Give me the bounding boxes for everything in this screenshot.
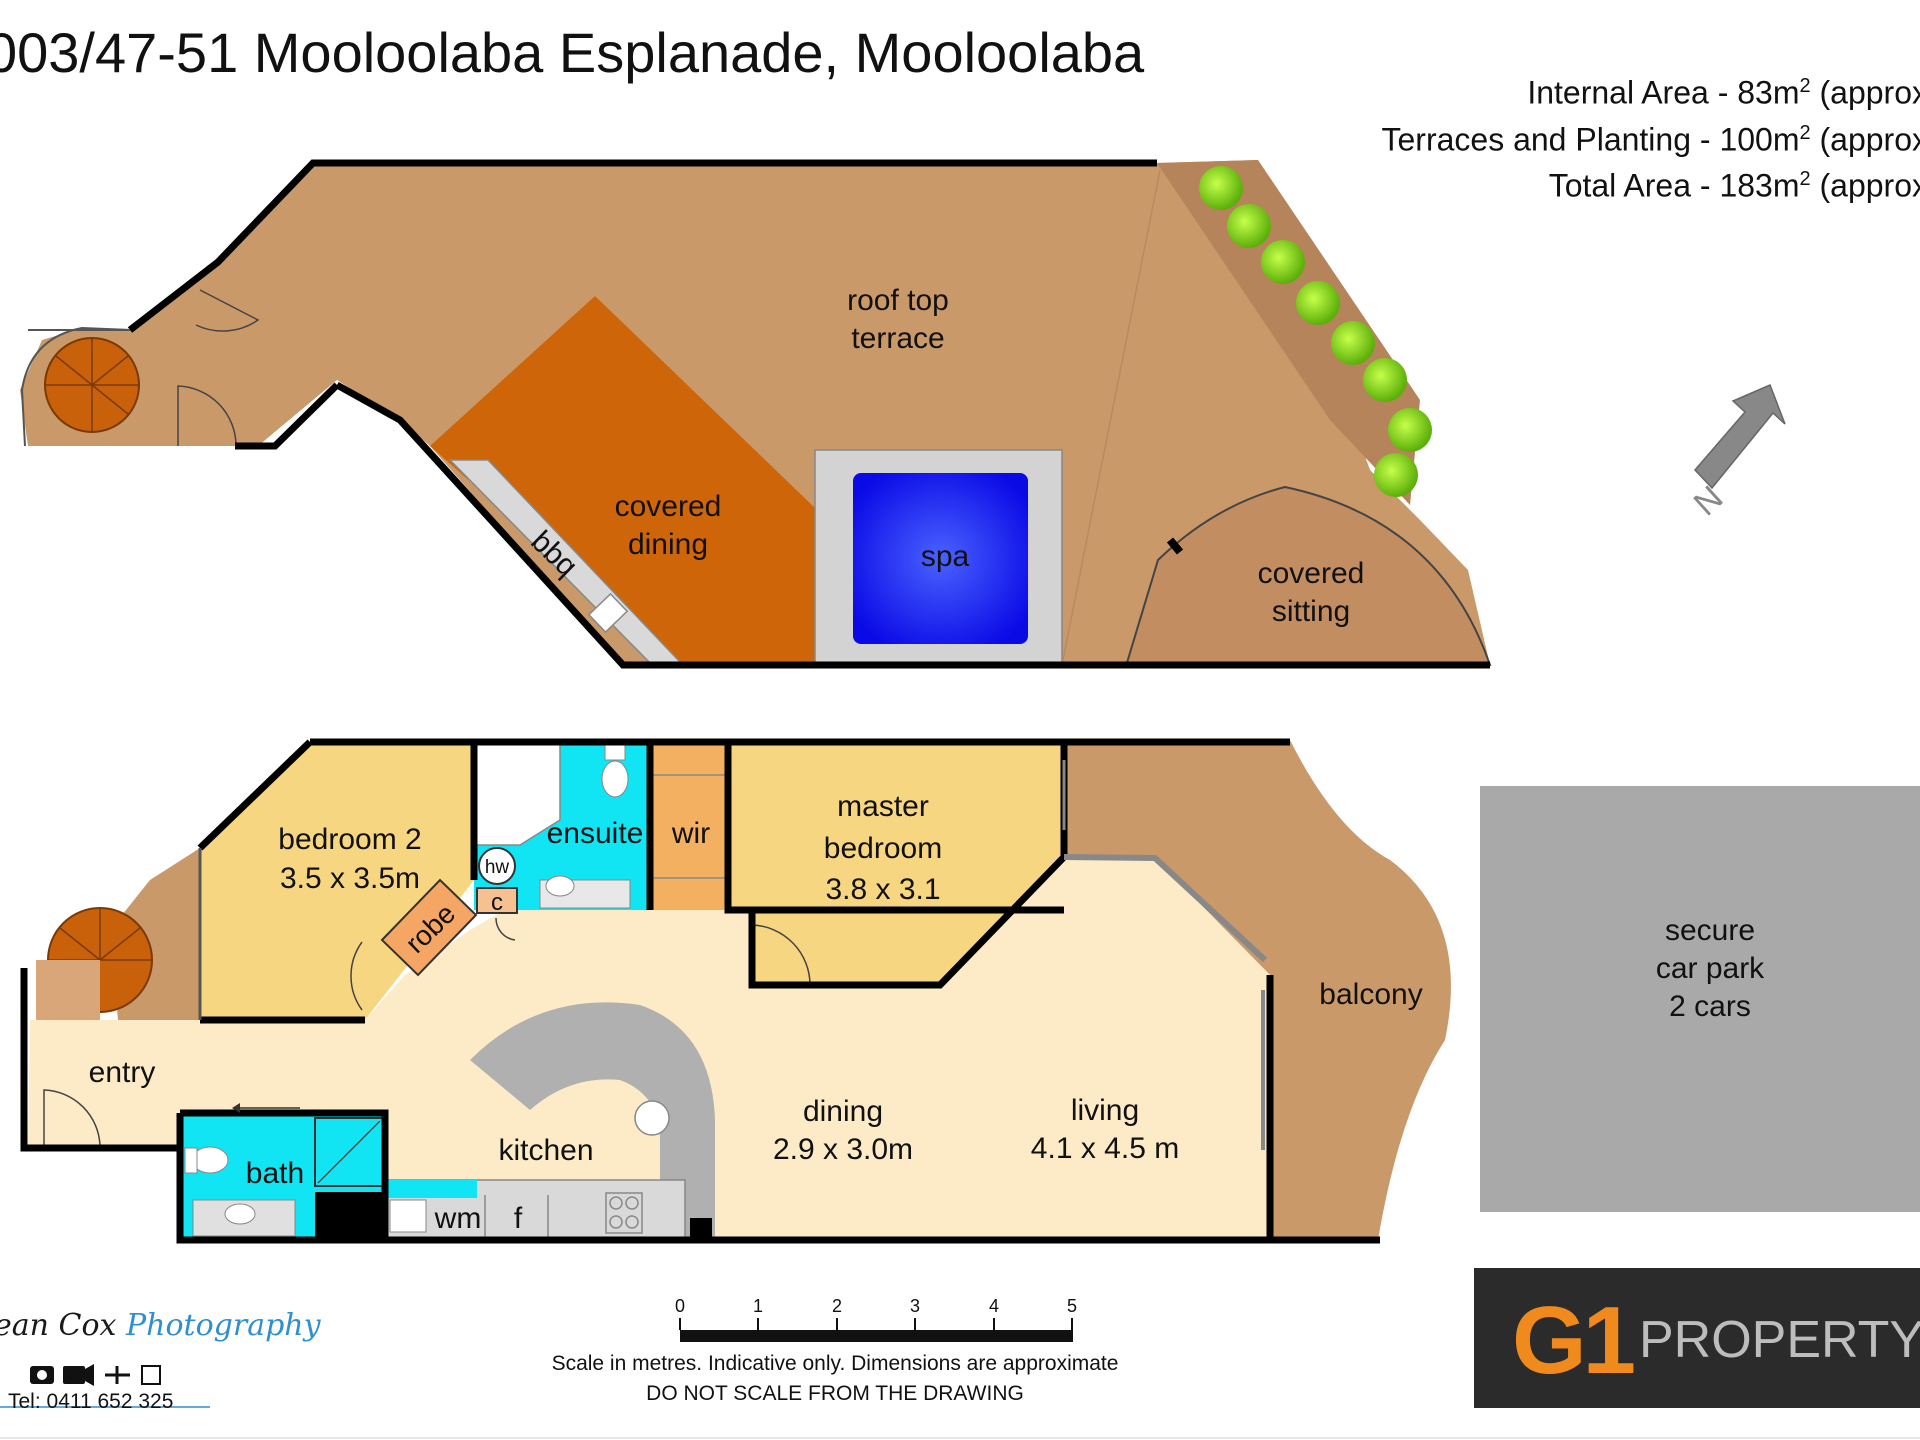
scale-tick-5: 5 xyxy=(1067,1296,1077,1316)
total-area: Total Area - 183m2 (approx xyxy=(1548,167,1920,204)
hw-unit xyxy=(478,847,516,885)
scale-tick-0: 0 xyxy=(675,1296,685,1316)
label-covered-sitting-1: covered xyxy=(1258,557,1365,590)
label-hw: hw xyxy=(485,857,510,878)
label-dining: dining xyxy=(803,1095,883,1128)
label-master-1: master xyxy=(837,790,929,823)
roof-walls xyxy=(127,159,1157,333)
covered-dining-floor xyxy=(430,296,815,665)
area-summary: Internal Area - 83m2 (approx Terraces an… xyxy=(1381,66,1920,206)
label-covered-sitting-2: sitting xyxy=(1272,595,1350,628)
planter-strip xyxy=(1157,160,1420,505)
plants-icon xyxy=(1199,166,1432,497)
page-title: 003/47-51 Mooloolaba Esplanade, Mooloola… xyxy=(0,21,1145,84)
label-car-park-1: secure xyxy=(1665,914,1755,947)
logo-property: PROPERTY xyxy=(1639,1311,1920,1369)
sink-icon xyxy=(587,592,629,634)
label-car-park-3: 2 cars xyxy=(1669,990,1751,1023)
label-f: f xyxy=(514,1202,523,1235)
label-c: c xyxy=(491,889,503,916)
c-cupboard xyxy=(476,887,518,914)
g1-property-logo: G1 PROPERTY xyxy=(1474,1268,1920,1408)
photographer-signature: ean Cox Photography xyxy=(0,1308,321,1343)
wir-floor xyxy=(650,742,728,910)
label-spa: spa xyxy=(921,540,970,573)
label-bedroom2-size: 3.5 x 3.5m xyxy=(280,862,420,895)
logo-g1: G1 xyxy=(1512,1287,1636,1394)
camera-icons xyxy=(30,1364,161,1386)
scale-note: Scale in metres. Indicative only. Dimens… xyxy=(551,1352,1119,1375)
scale-tick-1: 1 xyxy=(753,1296,763,1316)
roof-terrace-floor xyxy=(20,160,1490,665)
label-living-size: 4.1 x 4.5 m xyxy=(1031,1132,1179,1165)
north-arrow-icon: N xyxy=(1687,384,1786,524)
label-ensuite: ensuite xyxy=(547,817,644,850)
label-master-2: bedroom xyxy=(824,832,942,865)
label-balcony: balcony xyxy=(1319,978,1422,1011)
label-covered-dining-2: dining xyxy=(628,528,708,561)
label-wm: wm xyxy=(434,1202,482,1235)
roof-level xyxy=(20,159,1492,669)
label-roof-terrace-2: terrace xyxy=(851,322,944,355)
north-label: N xyxy=(1687,479,1731,524)
scale-tick-4: 4 xyxy=(989,1296,999,1316)
label-bedroom2: bedroom 2 xyxy=(278,823,421,856)
label-roof-terrace-1: roof top xyxy=(847,284,949,317)
photographer-phone: Tel: 0411 652 325 xyxy=(8,1390,174,1413)
label-living: living xyxy=(1071,1094,1139,1127)
label-bath: bath xyxy=(246,1157,304,1190)
car-park xyxy=(1480,786,1920,1212)
scale-tick-3: 3 xyxy=(910,1296,920,1316)
terraces-area: Terraces and Planting - 100m2 (approx xyxy=(1381,121,1920,158)
spa-pool xyxy=(853,473,1028,644)
robe xyxy=(380,878,478,977)
label-covered-dining-1: covered xyxy=(615,490,722,523)
master-bedroom-floor xyxy=(728,742,1064,985)
kitchen-bench xyxy=(470,1002,715,1240)
scale-bar: 0 1 2 3 4 5 xyxy=(675,1296,1077,1342)
label-kitchen: kitchen xyxy=(498,1134,593,1167)
scale-warning: DO NOT SCALE FROM THE DRAWING xyxy=(646,1382,1024,1405)
covered-sitting-floor xyxy=(1124,485,1492,668)
label-wir: wir xyxy=(671,817,710,850)
label-car-park-2: car park xyxy=(1656,952,1765,985)
label-dining-size: 2.9 x 3.0m xyxy=(773,1133,913,1166)
main-level xyxy=(20,738,1920,1244)
label-entry: entry xyxy=(89,1056,156,1089)
balcony-floor xyxy=(1064,740,1451,1240)
label-master-size: 3.8 x 3.1 xyxy=(825,873,940,906)
internal-area: Internal Area - 83m2 (approx xyxy=(1527,74,1920,111)
scale-tick-2: 2 xyxy=(832,1296,842,1316)
